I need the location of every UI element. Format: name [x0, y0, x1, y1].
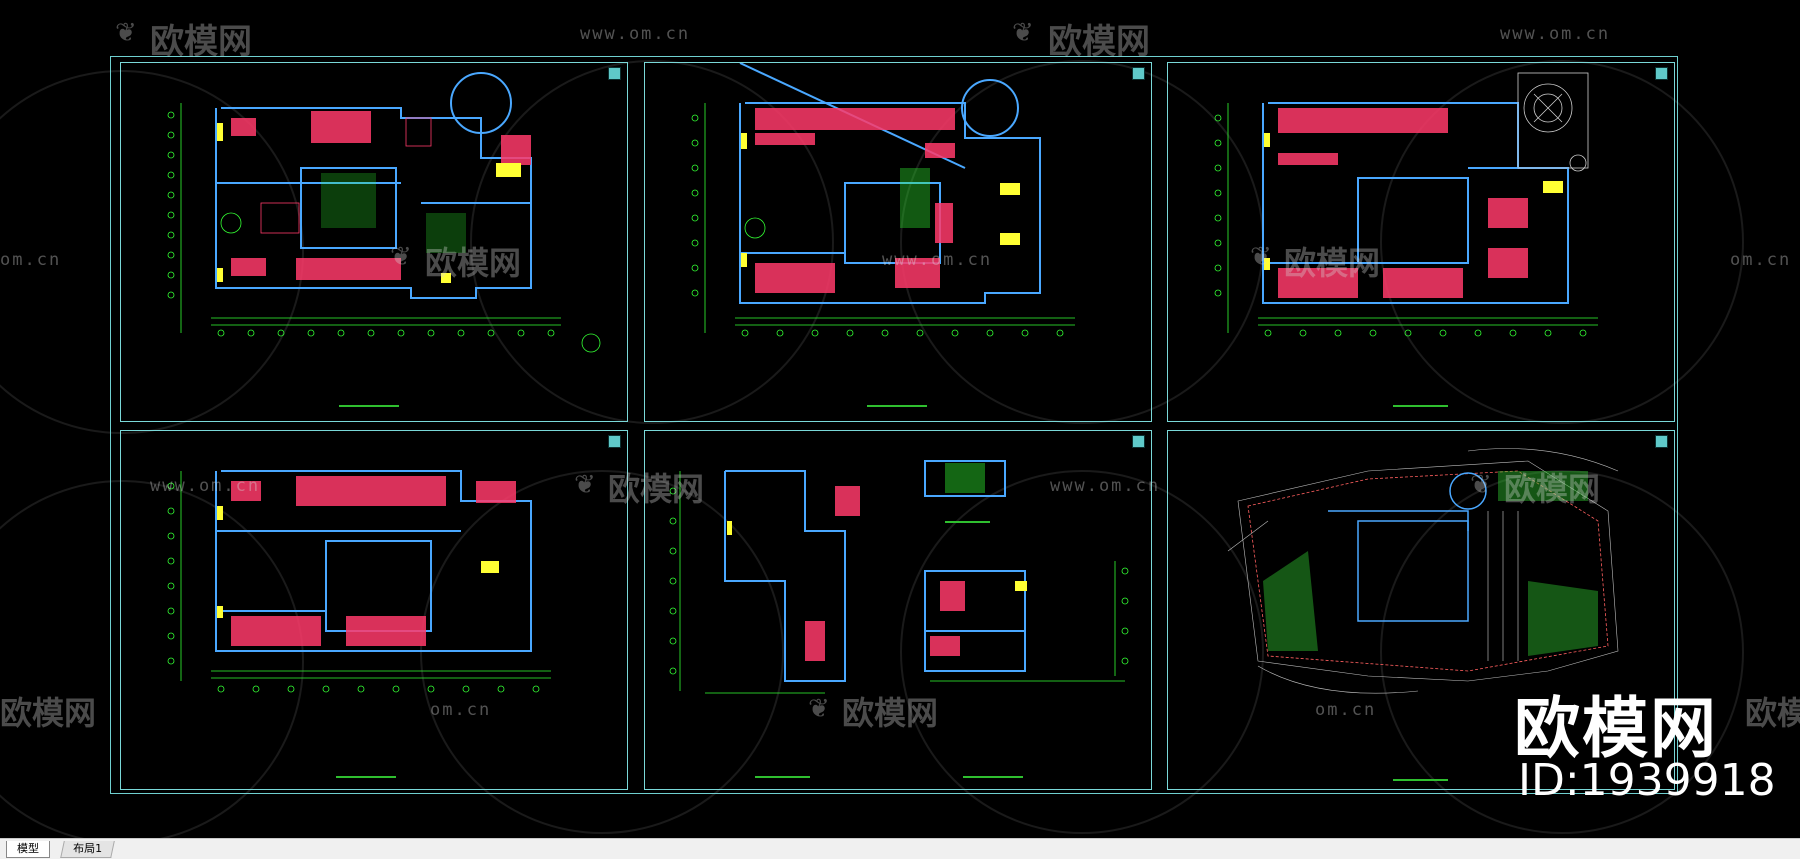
watermark-url: www.om.cn: [882, 250, 993, 270]
brand-logo-text: 欧模网: [1514, 690, 1718, 767]
watermark-url: www.om.cn: [1050, 476, 1161, 496]
watermark-logo-icon: ❦: [1470, 470, 1492, 500]
watermark-brand: 欧模网: [425, 244, 522, 282]
watermark-brand: 欧模网: [1284, 244, 1381, 282]
watermark-arc: [1380, 60, 1744, 424]
sheet-partial-plans[interactable]: [644, 430, 1152, 790]
watermark-url: om.cn: [1730, 250, 1792, 270]
watermark-logo-icon: ❦: [1250, 242, 1272, 272]
caption-underline: [1393, 779, 1448, 781]
caption-underline: [963, 776, 1023, 778]
watermark-brand: 欧模网: [842, 694, 939, 732]
sheet-number-tag: [1132, 67, 1145, 80]
watermark-brand: 欧模网: [1504, 470, 1601, 508]
tab-layout-1-label: 布局1: [73, 842, 103, 855]
watermark-brand: 欧模网: [1048, 22, 1150, 62]
watermark-arc: [1380, 470, 1744, 834]
floor-plan-drawing: [167, 470, 551, 693]
watermark-arc: [900, 470, 1264, 834]
watermark-logo-icon: ❦: [115, 18, 137, 48]
watermark-brand: 欧模网: [150, 22, 252, 62]
drawing-canvas[interactable]: ❦ 欧模网 www.om.cn ❦ 欧模网 www.om.cn om.cn ❦ …: [0, 0, 1800, 838]
drawing-frame: [110, 56, 1678, 794]
watermark-logo-icon: ❦: [390, 242, 412, 272]
sheet-floor-plan-4[interactable]: [120, 430, 628, 790]
sheet-number-tag: [1132, 435, 1145, 448]
floor-plan-drawing: [1214, 72, 1598, 337]
caption-underline: [755, 776, 810, 778]
caption-underline: [945, 521, 990, 523]
sheet-number-tag: [1655, 67, 1668, 80]
sheet-floor-plan-2[interactable]: [644, 62, 1152, 422]
watermark-logo-icon: ❦: [808, 694, 830, 724]
watermark-url: om.cn: [0, 250, 62, 270]
watermark-url: om.cn: [1315, 700, 1377, 720]
watermark-url: om.cn: [430, 700, 492, 720]
watermark-brand: 欧模网: [1745, 694, 1800, 732]
tab-model[interactable]: 模型: [6, 841, 50, 858]
floor-plan-drawing: [167, 72, 601, 353]
caption-underline: [1393, 405, 1448, 407]
model-id-text: ID:1939918: [1518, 755, 1776, 806]
layout-tab-bar: 模型 布局1: [0, 838, 1800, 859]
caption-underline: [867, 405, 927, 407]
tab-layout-1[interactable]: 布局1: [60, 841, 115, 858]
floor-plan-drawing: [669, 460, 1129, 694]
watermark-brand: 欧模网: [0, 694, 97, 732]
sheet-number-tag: [608, 435, 621, 448]
caption-underline: [339, 405, 399, 407]
watermark-url: www.om.cn: [150, 476, 261, 496]
sheet-number-tag: [608, 67, 621, 80]
caption-underline: [336, 776, 396, 778]
watermark-url: www.om.cn: [580, 24, 691, 44]
watermark-url: www.om.cn: [1500, 24, 1611, 44]
sheet-floor-plan-1[interactable]: [120, 62, 628, 422]
watermark-logo-icon: ❦: [1012, 18, 1034, 48]
floor-plan-drawing: [691, 63, 1075, 337]
sheet-floor-plan-3[interactable]: [1167, 62, 1675, 422]
watermark-arc: [470, 60, 834, 424]
watermark-brand: 欧模网: [608, 470, 705, 508]
sheet-number-tag: [1655, 435, 1668, 448]
watermark-logo-icon: ❦: [574, 470, 596, 500]
site-plan-drawing: [1227, 448, 1619, 694]
sheet-site-plan[interactable]: [1167, 430, 1675, 790]
